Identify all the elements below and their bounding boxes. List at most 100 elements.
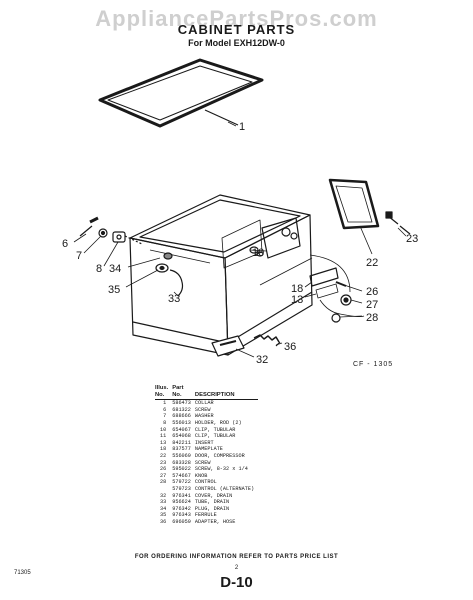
watermark: AppliancePartsPros.com	[95, 6, 378, 31]
column-header: No.	[155, 391, 173, 401]
ordering-info: FOR ORDERING INFORMATION REFER TO PARTS …	[134, 554, 339, 560]
description-cell: COVER, DRAIN	[194, 492, 233, 499]
part-no-cell: 595022	[172, 466, 191, 473]
hose-adapter	[253, 334, 281, 347]
section-code: D-10	[220, 574, 253, 591]
compressor-door	[328, 178, 380, 230]
illus-no-cell: 36	[159, 518, 167, 525]
page-number: 2	[234, 565, 239, 571]
callout-10: 10	[252, 247, 264, 259]
callout-34: 34	[109, 263, 121, 275]
part-no-cell: 556013	[172, 419, 191, 426]
part-no-cell: 574667	[172, 472, 191, 479]
description-cell: KNOB	[194, 472, 208, 479]
illus-no-cell: 28	[159, 479, 167, 486]
part-no-cell: 688666	[172, 413, 191, 420]
illus-no-cell: 23	[159, 459, 167, 466]
column-header: No.	[172, 391, 195, 401]
column-header: DESCRIPTION	[194, 391, 259, 401]
illus-no-cell: 1	[163, 400, 167, 407]
part-no-cell: 681322	[172, 406, 191, 413]
callout-22: 22	[366, 257, 378, 269]
description-cell: CONTROL	[194, 479, 217, 486]
description-cell: PLUG, DRAIN	[194, 505, 230, 512]
part-no-cell: 976341	[172, 492, 191, 499]
description-cell: DOOR, COMPRESSOR	[194, 452, 245, 459]
drain-cover	[211, 335, 245, 357]
part-no-cell: 654068	[172, 433, 191, 440]
part-no-cell: 976343	[172, 512, 191, 519]
drain-plug-assembly	[155, 252, 184, 297]
illus-no-cell: 33	[159, 499, 167, 506]
illus-no-cell: 26	[159, 466, 167, 473]
callout-27: 27	[366, 299, 378, 311]
part-no-cell: 579722	[172, 479, 191, 486]
illus-no-cell: 6	[163, 406, 167, 413]
description-cell: TUBE, DRAIN	[194, 499, 230, 506]
callout-18: 18	[291, 283, 303, 295]
page-title: CABINET PARTS	[177, 22, 296, 37]
callout-23: 23	[406, 233, 418, 245]
exploded-parts-diagram: 1 6 7 8 34 35 33 10 22 23 18 13 26 27 28…	[62, 58, 418, 366]
description-cell: WASHER	[194, 413, 214, 420]
description-cell: NAMEPLATE	[194, 446, 223, 453]
screw-6-washer-7-holder-8	[79, 216, 143, 245]
table-header-row: No. No. DESCRIPTION	[155, 391, 259, 401]
model-subtitle: For Model EXH12DW-0	[188, 38, 285, 48]
collar-gasket	[98, 58, 264, 128]
illus-no-cell: 8	[163, 419, 167, 426]
illus-no-cell: 7	[163, 413, 167, 420]
part-no-cell: 842211	[172, 439, 191, 446]
description-cell: CONTROL (ALTERNATE)	[194, 485, 255, 492]
column-header: Part	[172, 385, 184, 391]
description-cell: ADAPTER, HOSE	[194, 518, 236, 525]
illus-no-cell: 11	[159, 433, 167, 440]
part-no-cell: 586473	[172, 400, 191, 407]
description-cell: COLLAR	[194, 400, 214, 407]
illus-no-cell: 34	[159, 505, 167, 512]
description-cell: CLIP, TUBULAR	[194, 433, 236, 440]
illus-no-cell: 35	[159, 512, 167, 519]
illus-no-cell	[155, 486, 172, 493]
callout-1: 1	[239, 121, 245, 133]
callout-8: 8	[96, 263, 102, 275]
part-no-cell: 654067	[172, 426, 191, 433]
illus-no-cell: 27	[159, 472, 167, 479]
illus-no-cell: 18	[159, 446, 167, 453]
illus-no-cell: 32	[159, 492, 167, 499]
illus-no-cell: 13	[159, 439, 167, 446]
part-no-cell: 683328	[172, 459, 191, 466]
description-cell: SCREW	[194, 406, 211, 413]
description-cell: HOLDER, ROD (2)	[194, 419, 242, 426]
callout-6: 6	[62, 238, 68, 250]
callout-13: 13	[291, 294, 303, 306]
part-no-cell: 579723	[172, 485, 191, 492]
cabinet-box	[129, 194, 313, 356]
description-cell: FERRULE	[194, 512, 217, 519]
callout-36: 36	[284, 341, 296, 353]
callout-28: 28	[366, 312, 378, 324]
reference-code: 71305	[14, 570, 31, 576]
screw-23	[385, 211, 411, 235]
figure-code: CF - 1305	[353, 361, 394, 368]
leader-lines	[73, 121, 407, 358]
part-no-cell: 556069	[172, 452, 191, 459]
column-header	[195, 385, 258, 392]
column-header: Illus.	[155, 385, 169, 391]
